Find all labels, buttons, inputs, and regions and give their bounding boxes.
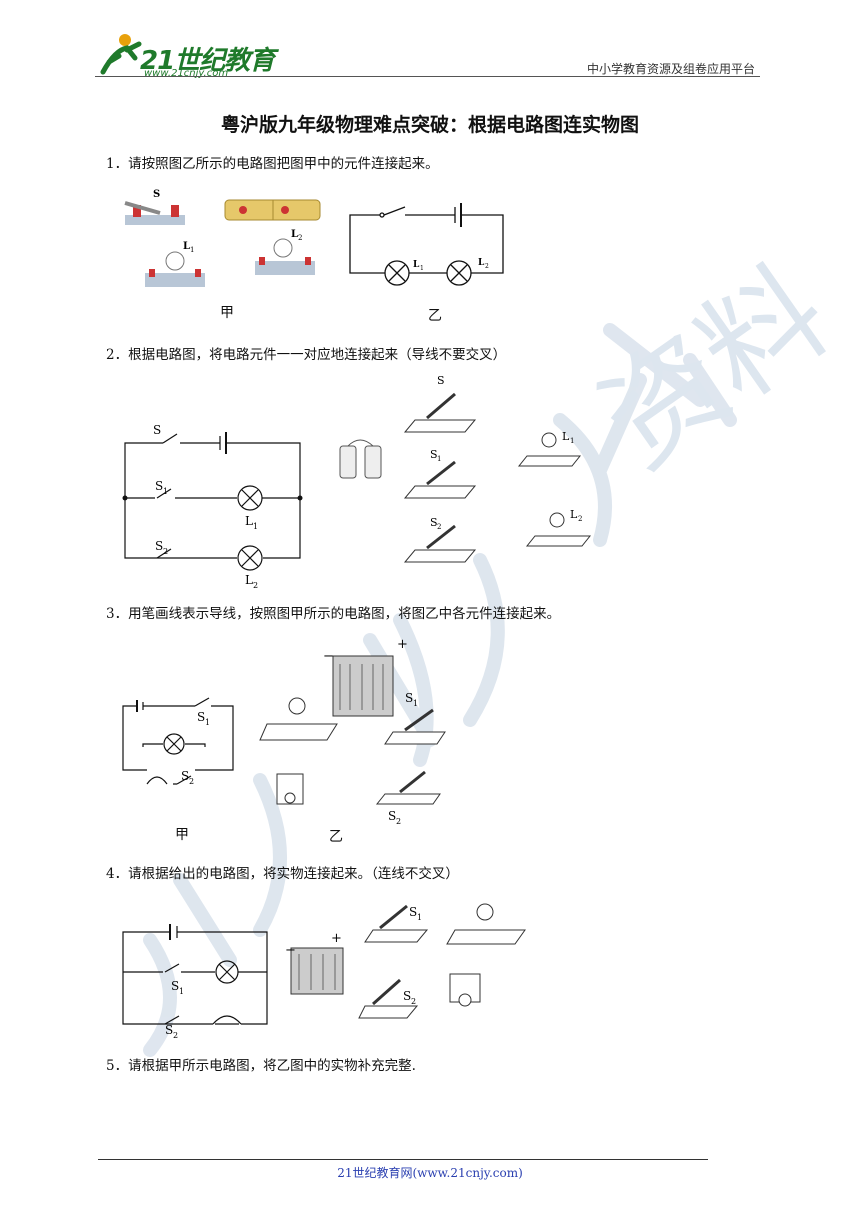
question-4: 4．请根据给出的电路图，将实物连接起来。（连线不交叉） bbox=[106, 866, 459, 882]
svg-text:1: 1 bbox=[179, 987, 184, 996]
logo-icon bbox=[100, 34, 142, 75]
switch-s1-component bbox=[364, 904, 429, 943]
svg-text:S: S bbox=[155, 539, 163, 553]
svg-text:S: S bbox=[430, 516, 438, 529]
footer-text: 21世纪教育网(www.21cnjy.com) bbox=[337, 1166, 523, 1180]
svg-text:S: S bbox=[155, 479, 163, 493]
q2-circuit-diagram bbox=[124, 432, 301, 571]
q1-caption-jia: 甲 bbox=[220, 305, 234, 321]
svg-text:S: S bbox=[430, 448, 438, 461]
svg-text:2: 2 bbox=[189, 777, 194, 786]
svg-text:1: 1 bbox=[413, 699, 418, 708]
svg-text:L: L bbox=[183, 241, 190, 252]
svg-text:L: L bbox=[413, 260, 420, 270]
footer-divider bbox=[98, 1159, 708, 1160]
svg-text:2: 2 bbox=[163, 547, 168, 556]
svg-text:2: 2 bbox=[411, 997, 416, 1006]
switch-s2-component bbox=[358, 978, 419, 1019]
svg-text:S: S bbox=[403, 989, 411, 1003]
svg-text:S: S bbox=[405, 691, 413, 705]
svg-text:S: S bbox=[409, 905, 417, 919]
page-title: 粤沪版九年级物理难点突破：根据电路图连实物图 bbox=[220, 114, 639, 136]
header-platform-text: 中小学教育资源及组卷应用平台 bbox=[586, 62, 755, 76]
watermark-text: 资料 bbox=[577, 242, 853, 494]
lamp-l1-component bbox=[517, 432, 582, 467]
svg-text:2: 2 bbox=[396, 817, 401, 826]
svg-text:S: S bbox=[165, 1023, 173, 1037]
svg-text:S: S bbox=[181, 769, 189, 783]
svg-text:2: 2 bbox=[173, 1031, 178, 1040]
switch-component: S bbox=[124, 189, 185, 225]
switch-s1-component bbox=[384, 708, 446, 745]
switch-s2-component bbox=[375, 770, 441, 805]
svg-text:L: L bbox=[562, 430, 570, 443]
svg-text:1: 1 bbox=[205, 718, 210, 727]
lamp-component bbox=[259, 697, 338, 741]
logo-text: 21世纪教育 bbox=[140, 46, 275, 76]
accumulator-battery-component bbox=[290, 947, 344, 995]
switch-s-component bbox=[403, 392, 477, 433]
logo-url: www.21cnjy.com bbox=[144, 68, 229, 79]
svg-text:S: S bbox=[153, 189, 160, 200]
svg-text:S: S bbox=[437, 374, 445, 387]
svg-text:2: 2 bbox=[485, 263, 489, 270]
svg-text:2: 2 bbox=[253, 581, 258, 590]
svg-text:1: 1 bbox=[437, 455, 441, 463]
bell-component bbox=[276, 773, 304, 805]
svg-text:2: 2 bbox=[578, 515, 582, 523]
svg-text:L: L bbox=[478, 258, 485, 268]
svg-text:−: − bbox=[323, 649, 334, 664]
svg-text:L: L bbox=[245, 573, 253, 587]
lamp-component bbox=[446, 903, 526, 945]
switch-s1-component bbox=[403, 460, 477, 499]
bell-component bbox=[449, 973, 481, 1007]
svg-text:+: + bbox=[397, 637, 408, 652]
svg-text:2: 2 bbox=[298, 234, 302, 242]
battery-component bbox=[224, 199, 321, 221]
svg-text:L: L bbox=[570, 508, 578, 521]
svg-text:1: 1 bbox=[570, 437, 574, 445]
svg-text:L: L bbox=[245, 514, 253, 528]
svg-text:S: S bbox=[153, 423, 161, 437]
battery-pair-component bbox=[339, 439, 382, 479]
q1-circuit-diagram bbox=[349, 203, 504, 286]
q3-caption-yi: 乙 bbox=[329, 829, 343, 845]
accumulator-battery-component bbox=[332, 655, 394, 717]
svg-text:S: S bbox=[197, 710, 205, 724]
svg-text:1: 1 bbox=[190, 246, 194, 254]
header-divider bbox=[95, 76, 760, 77]
svg-text:S: S bbox=[388, 809, 396, 823]
q4-circuit-diagram bbox=[122, 924, 268, 1025]
svg-text:1: 1 bbox=[163, 487, 168, 496]
question-5: 5．请根据甲所示电路图，将乙图中的实物补充完整. bbox=[106, 1058, 416, 1074]
svg-text:S: S bbox=[171, 979, 179, 993]
svg-text:+: + bbox=[331, 931, 342, 946]
svg-text:1: 1 bbox=[253, 522, 258, 531]
svg-text:L: L bbox=[291, 229, 298, 240]
switch-s2-component bbox=[403, 524, 477, 563]
question-3: 3．用笔画线表示导线，按照图甲所示的电路图，将图乙中各元件连接起来。 bbox=[106, 606, 561, 622]
question-2: 2．根据电路图，将电路元件一一对应地连接起来（导线不要交叉） bbox=[106, 347, 507, 363]
svg-text:1: 1 bbox=[420, 265, 424, 272]
q3-circuit-diagram bbox=[122, 697, 234, 785]
q1-caption-yi: 乙 bbox=[428, 308, 442, 324]
q3-caption-jia: 甲 bbox=[175, 827, 189, 843]
svg-text:−: − bbox=[285, 943, 296, 958]
svg-text:2: 2 bbox=[437, 523, 441, 531]
svg-text:1: 1 bbox=[417, 913, 422, 922]
question-1: 1．请按照图乙所示的电路图把图甲中的元件连接起来。 bbox=[106, 156, 439, 172]
lamp-l2-component bbox=[525, 512, 592, 547]
